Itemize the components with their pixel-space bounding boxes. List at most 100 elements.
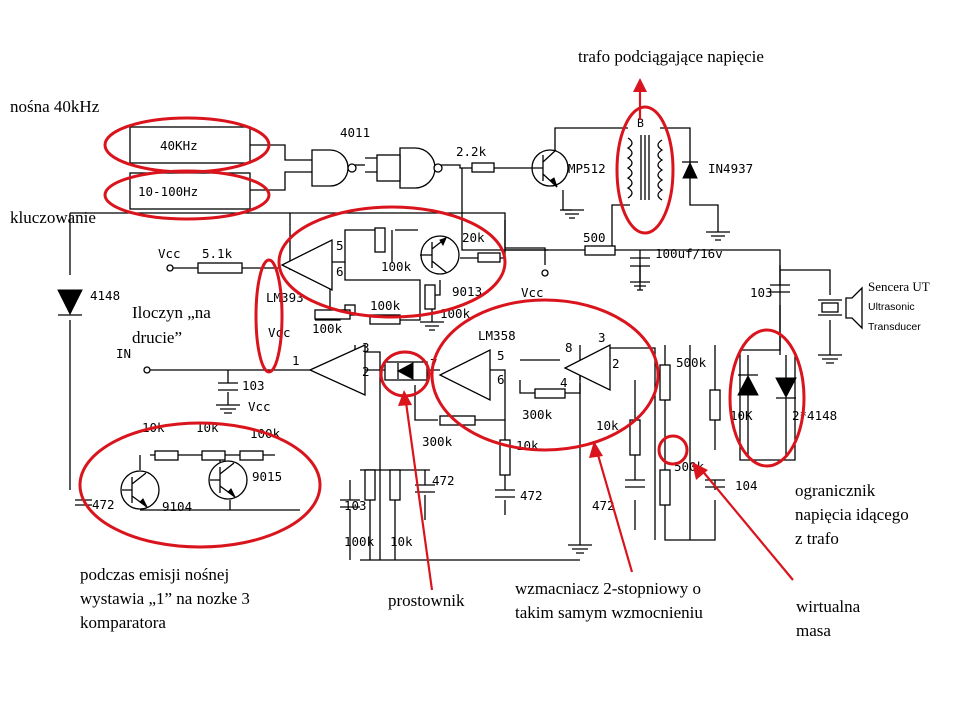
- oscillator-40khz: 40KHz: [129, 126, 251, 164]
- annotation-transformer: trafo podciągające napięcie: [578, 47, 764, 66]
- d-in4937-label: IN4937: [708, 161, 753, 176]
- resistor-100k-d: [369, 314, 401, 325]
- annotation-emission-line2: wystawia „1” na nozke 3: [80, 589, 250, 608]
- annotation-emission-line3: komparatora: [80, 613, 166, 632]
- resistor-10k-c: [709, 389, 721, 421]
- d-4148-label: 4148: [90, 288, 120, 303]
- resistor-10k-a: [499, 439, 511, 476]
- r-300k-a-label: 300k: [522, 407, 553, 422]
- transistor-9104: [120, 470, 160, 510]
- pin-5b-label: 5: [497, 348, 505, 363]
- vcc-1-label: Vcc: [158, 246, 181, 261]
- annotation-wired-and-line2: drucie”: [132, 328, 182, 347]
- lm358-label: LM358: [478, 328, 516, 343]
- r-10k-b-label: 10k: [596, 418, 619, 433]
- q-9015-label: 9015: [252, 469, 282, 484]
- capacitor-103c: [340, 499, 360, 508]
- annotation-limiter-line1: ogranicznik: [795, 481, 876, 500]
- resistor-500k-b: [659, 469, 671, 506]
- r-10k-c-label: 10K: [730, 408, 753, 423]
- gate-4011-label: 4011: [340, 125, 370, 140]
- pin-4-label: 4: [560, 375, 568, 390]
- resistor-500k-a: [659, 364, 671, 401]
- nand-gate-1: [311, 149, 357, 187]
- c-472b-label: 472: [592, 498, 615, 513]
- annotation-virtual-ground-line1: wirtualna: [796, 597, 861, 616]
- sensor-2-label: Ultrasonic: [868, 301, 915, 313]
- r-5k1-label: 5.1k: [202, 246, 233, 261]
- ellipse-emission-network: [78, 421, 322, 549]
- resistor-100k-e: [364, 469, 376, 501]
- r-100k-c-label: 100k: [312, 321, 343, 336]
- r-100k-d-label: 100k: [370, 298, 401, 313]
- limiter-diodes: [737, 355, 797, 455]
- ellipse-limiter: [728, 328, 806, 468]
- rectifier-diode: [384, 361, 428, 381]
- resistor-100k-f: [239, 450, 264, 461]
- ellipse-lm393-stage: [277, 205, 507, 319]
- osc-10-100hz-label: 10-100Hz: [138, 184, 198, 199]
- ground-9013: [420, 321, 444, 331]
- resistor-100k-b: [424, 284, 436, 310]
- capacitor-472a: [495, 489, 515, 498]
- annotation-limiter-line2: napięcia idącego: [795, 505, 909, 524]
- opamp-lm358-stage1: [438, 348, 491, 402]
- annotation-limiter-line3: z trafo: [795, 529, 839, 548]
- annotation-keying: kluczowanie: [10, 208, 96, 227]
- vcc-3-label: Vcc: [248, 399, 271, 414]
- resistor-10k-b: [629, 419, 641, 456]
- opamp-lm358-stage2: [563, 343, 611, 392]
- resistor-2k2: [471, 162, 495, 173]
- annotation-virtual-ground-line2: masa: [796, 621, 831, 640]
- q-9104-label: 9104: [162, 499, 192, 514]
- r-500-label: 500: [583, 230, 606, 245]
- pin-1-label: 1: [292, 353, 300, 368]
- q-9013-label: 9013: [452, 284, 482, 299]
- annotation-carrier: nośna 40kHz: [10, 97, 100, 116]
- transistor-9013: [420, 235, 460, 275]
- pin-3a-label: 3: [362, 340, 370, 355]
- ground-in: [216, 404, 240, 414]
- annotation-emission-line1: podczas emisji nośnej: [80, 565, 229, 584]
- c-103b-label: 103: [242, 378, 265, 393]
- r-300k-b-label: 300k: [422, 434, 453, 449]
- arrow-rectifier: [403, 394, 434, 591]
- ground-transformer: [706, 231, 730, 241]
- oscillator-10-100hz: 10-100Hz: [129, 172, 251, 210]
- c-103c-label: 103: [344, 498, 367, 513]
- pin-3b-label: 3: [598, 330, 606, 345]
- ellipse-wired-and: [254, 258, 284, 374]
- r-100k-e-label: 100k: [344, 534, 375, 549]
- ellipse-transformer: [615, 105, 675, 235]
- capacitor-472b: [625, 479, 645, 488]
- c-472c-label: 472: [432, 473, 455, 488]
- vcc-terminal-1: [166, 264, 174, 272]
- ground-main: [568, 544, 592, 554]
- annotation-wired-and-line1: Iloczyn „na: [132, 303, 211, 322]
- q-mp512-label: MP512: [568, 161, 606, 176]
- vcc-lm-label: Vcc: [268, 325, 291, 340]
- pin-6a-label: 6: [336, 264, 344, 279]
- arrow-virtual-ground: [699, 467, 794, 581]
- vcc-terminal-2: [541, 269, 549, 277]
- r-500k-a-label: 500k: [676, 355, 707, 370]
- in-label: IN: [116, 346, 131, 361]
- capacitor-103b: [218, 382, 238, 391]
- ground-mp512: [560, 209, 584, 219]
- c-103a-label: 103: [750, 285, 773, 300]
- resistor-10k-d: [389, 469, 401, 501]
- comparator-lm393: [280, 238, 333, 292]
- c-472a-label: 472: [520, 488, 543, 503]
- resistor-5k1: [197, 262, 243, 274]
- resistor-300k-a: [534, 388, 566, 399]
- arrow-amplifier: [594, 447, 634, 573]
- lm393-label: LM393: [266, 290, 304, 305]
- transistor-9015: [208, 460, 248, 500]
- ellipse-virtual-ground: [657, 434, 689, 466]
- transformer: [626, 135, 664, 201]
- resistor-100k-a: [374, 227, 386, 253]
- sensor-1-label: Sencera UT: [868, 279, 930, 294]
- ellipse-amplifier: [430, 298, 660, 452]
- pin-5a-label: 5: [336, 238, 344, 253]
